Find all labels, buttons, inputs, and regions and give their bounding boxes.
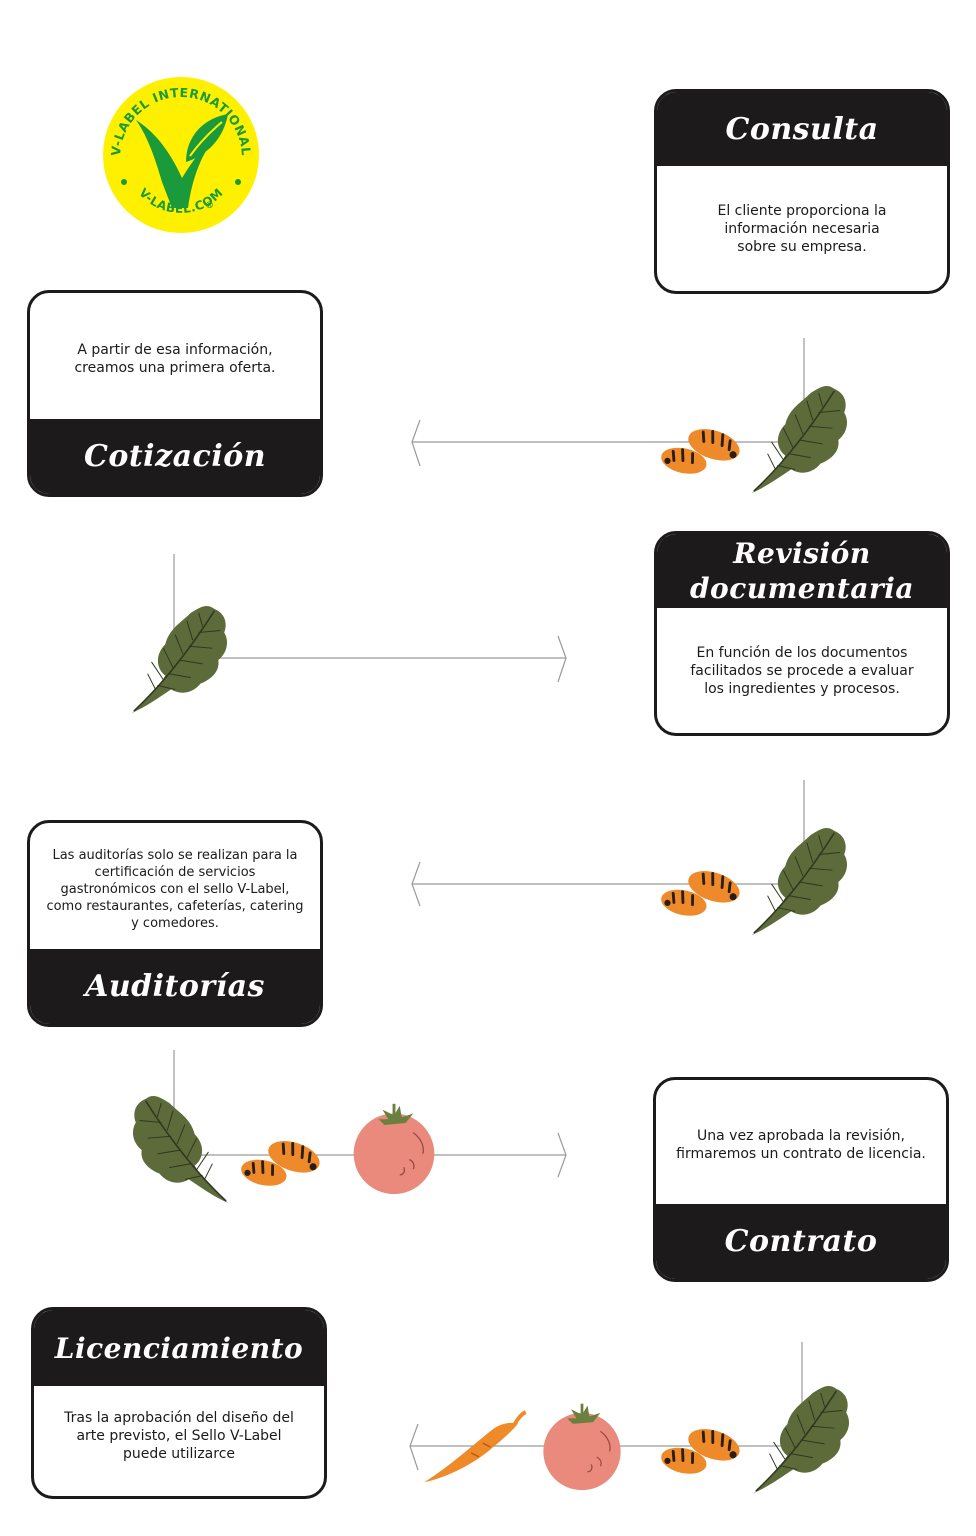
step-description: En función de los documentos facilitados… bbox=[690, 644, 914, 697]
step-description: Tras la aprobación del diseño del arte p… bbox=[64, 1410, 294, 1462]
carrot-icon bbox=[420, 1410, 528, 1488]
bean-icon bbox=[646, 1420, 750, 1482]
step-card-consulta: Consulta El cliente proporciona la infor… bbox=[654, 89, 950, 294]
step-description: Una vez aprobada la revisión, firmaremos… bbox=[676, 1128, 926, 1162]
leaf-icon bbox=[126, 1088, 234, 1208]
step-card-contrato: Una vez aprobada la revisión, firmaremos… bbox=[653, 1077, 949, 1282]
leaf-icon bbox=[746, 378, 854, 498]
leaf-icon bbox=[748, 1378, 856, 1498]
step-description: Las auditorías solo se realizan para la … bbox=[46, 847, 304, 931]
step-description: A partir de esa información, creamos una… bbox=[74, 342, 276, 376]
v-label-logo: V-LABEL INTERNATIONAL V-LABEL.COM ® bbox=[103, 77, 259, 233]
leaf-icon bbox=[126, 598, 234, 718]
step-title: Consulta bbox=[657, 92, 947, 166]
step-card-cotizacion: A partir de esa información, creamos una… bbox=[27, 290, 323, 497]
step-title: Licenciamiento bbox=[34, 1310, 324, 1386]
svg-text:®: ® bbox=[205, 201, 214, 211]
step-title: Cotización bbox=[30, 419, 320, 494]
bean-icon bbox=[226, 1132, 330, 1194]
bean-icon bbox=[646, 862, 750, 924]
tomato-icon bbox=[346, 1100, 442, 1196]
step-description: El cliente proporciona la información ne… bbox=[717, 202, 887, 255]
bean-icon bbox=[646, 420, 750, 482]
step-title: Auditorías bbox=[30, 949, 320, 1024]
step-title: Contrato bbox=[656, 1204, 946, 1279]
step-card-revision-documentaria: Revisión documentaria En función de los … bbox=[654, 531, 950, 736]
leaf-icon bbox=[746, 820, 854, 940]
tomato-icon bbox=[536, 1400, 628, 1492]
step-card-auditorias: Las auditorías solo se realizan para la … bbox=[27, 820, 323, 1027]
step-title: Revisión documentaria bbox=[657, 534, 947, 608]
step-card-licenciamiento: Licenciamiento Tras la aprobación del di… bbox=[31, 1307, 327, 1499]
